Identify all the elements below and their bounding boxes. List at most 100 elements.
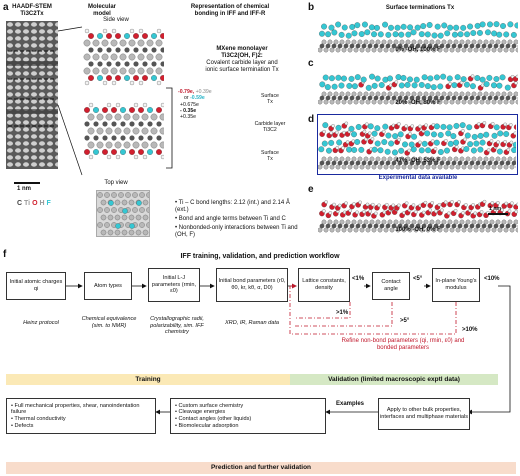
fluorine-atom [321,140,328,147]
titanium-atom [339,39,345,45]
stem-scale-label: 1 nm [17,186,32,192]
titanium-atom [503,227,509,233]
hydrogen-atom [371,202,375,207]
titanium-atom [449,47,455,53]
legend-c: C [17,200,23,207]
carbon-atom [397,160,403,166]
fluorine-atom [325,31,332,38]
titanium-atom [135,214,142,221]
fluorine-atom [381,139,388,146]
titanium-atom [357,219,363,225]
carbon-atom [487,223,493,229]
stem-title-line2: Ti3C2Tx [20,11,44,17]
titanium-atom [459,219,465,225]
titanium-atom [123,113,131,121]
carbon-atom [403,223,409,229]
element-legend: C Ti O H F [17,200,51,207]
monolayer-line4: ionic surface termination Tx [205,67,279,73]
fluorine-atom [93,107,99,113]
fluorine-atom [437,149,444,155]
hydrogen-atom [490,201,495,205]
titanium-atom [431,47,437,53]
titanium-atom [423,91,429,97]
titanium-atom [449,227,455,233]
carbon-atom [97,47,103,53]
titanium-atom [97,192,103,198]
titanium-atom [495,91,501,97]
fluorine-atom [469,83,476,90]
fluorine-atom [460,76,467,83]
hydrogen-atom [367,131,372,136]
terminations-title: Surface terminations Tx [385,5,455,11]
titanium-atom [357,39,363,45]
oxygen-atom [129,107,135,113]
titanium-atom [105,113,113,121]
titanium-atom [83,53,91,61]
carbon-atom [421,223,427,229]
carbon-atom [457,95,463,101]
titanium-atom [150,113,158,121]
carbon-atom [138,135,144,141]
carbon-atom [349,160,355,166]
panel-label-e: e [308,184,314,195]
carbon-atom [349,43,355,49]
titanium-atom [477,91,483,97]
charges: -0.79e, +0.39e or -0.59e +0.675e - 0.35e… [178,89,238,120]
titanium-atom [369,39,375,45]
titanium-atom [489,219,495,225]
titanium-atom [155,53,163,61]
titanium-atom [135,229,142,236]
fluorine-atom [374,75,381,82]
titanium-atom [411,219,417,225]
fluorine-atom [444,30,451,37]
source-xrd: XRD, IR, Raman data [224,320,280,326]
carbon-atom [475,160,481,166]
carbon-atom [421,43,427,49]
fluorine-atom [387,75,393,82]
titanium-atom [467,99,473,105]
fluorine-atom [365,84,372,91]
titanium-atom [100,199,107,206]
hydrogen-atom [496,140,500,144]
hydrogen-atom [344,121,349,126]
oxygen-atom [88,33,94,39]
oxygen-atom [102,107,108,113]
hydrogen-atom [102,28,108,34]
charge-h: +0.39e [195,89,212,95]
carbon-atom [142,47,148,53]
titanium-atom [509,227,515,233]
titanium-atom [97,222,103,228]
fluorine-atom [338,82,345,89]
bullet-2: Bond and angle terms between Ti and C [178,216,286,222]
carbon-atom [319,160,325,166]
titanium-atom [423,156,429,162]
fluorine-atom [450,133,457,140]
fluorine-atom [97,75,103,81]
carbon-atom [397,95,403,101]
titanium-atom [321,156,327,162]
carbon-atom [160,61,164,67]
panel-label-d: d [308,114,315,125]
oxygen-atom [133,75,139,81]
oxygen-atom [111,107,117,113]
fluorine-atom [328,24,335,31]
fluorine-atom [507,21,514,28]
carbon-atom [331,43,337,49]
titanium-atom [389,47,395,53]
titanium-atom [449,99,455,105]
fluorine-atom [491,132,498,139]
titanium-atom [407,99,413,105]
fluorine-atom [355,124,362,130]
hydrogen-atom [461,129,465,133]
carbon-atom [337,223,343,229]
oxygen-atom [160,33,164,39]
hydrogen-atom [516,202,518,207]
carbon-atom [481,223,487,229]
titanium-atom [146,39,154,47]
titanium-atom [389,164,395,170]
carbon-atom [361,95,367,101]
hydrogen-atom [453,209,458,213]
surface-bottom-sub: Tx [267,156,273,162]
fluorine-atom [400,23,407,30]
